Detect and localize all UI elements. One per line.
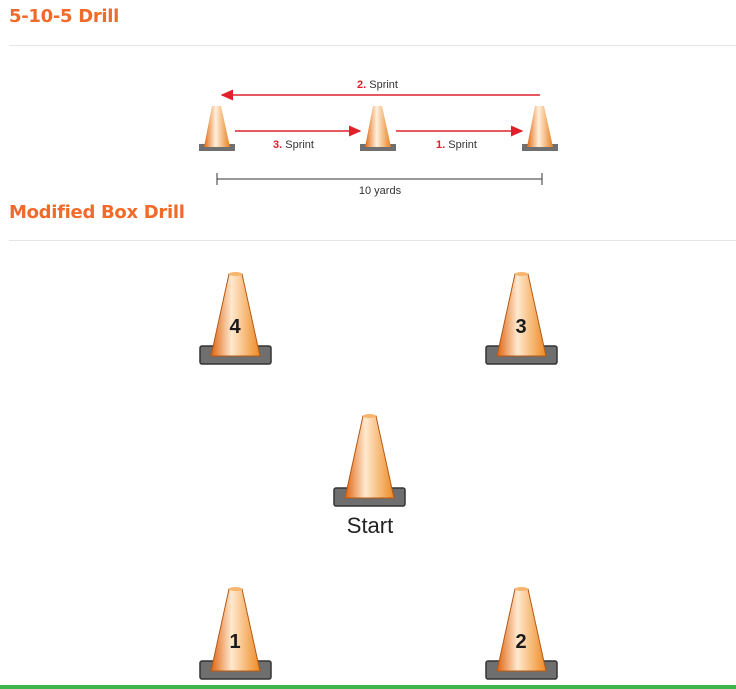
arrow-label: Sprint	[369, 79, 398, 91]
cone-right	[522, 106, 558, 151]
svg-text:3. Sprint: 3. Sprint	[273, 139, 314, 151]
cone-number: 2	[515, 631, 526, 653]
cone-number: 3	[515, 316, 526, 338]
cone-number: 1	[229, 631, 240, 653]
svg-text:1. Sprint: 1. Sprint	[436, 139, 477, 151]
box-drill-diagram: 4 3 Start 1 2	[199, 272, 558, 680]
section-title-box-drill: Modified Box Drill	[9, 202, 185, 223]
cone-2: 2	[485, 587, 558, 680]
cone-start	[333, 414, 406, 507]
cone-middle	[360, 106, 396, 151]
divider	[9, 240, 736, 241]
cone-left	[199, 106, 235, 151]
arrow-number: 3.	[273, 139, 282, 151]
start-label: Start	[347, 513, 393, 538]
drill-diagram-5-10-5: 2. Sprint 3. Sprint 1. Sprint 10 yards	[199, 79, 558, 197]
cone-3: 3	[485, 272, 558, 365]
arrow-label: Sprint	[285, 139, 314, 151]
section-title-5-10-5: 5-10-5 Drill	[9, 6, 120, 27]
divider	[9, 45, 736, 46]
svg-text:2. Sprint: 2. Sprint	[357, 79, 398, 91]
cone-4: 4	[199, 272, 272, 365]
distance-bracket	[216, 173, 543, 185]
arrow-label: Sprint	[448, 139, 477, 151]
bottom-green-bar	[0, 685, 736, 689]
arrow-number: 2.	[357, 79, 366, 91]
distance-label: 10 yards	[359, 185, 402, 197]
cone-number: 4	[229, 316, 241, 338]
arrow-number: 1.	[436, 139, 445, 151]
cone-1: 1	[199, 587, 272, 680]
